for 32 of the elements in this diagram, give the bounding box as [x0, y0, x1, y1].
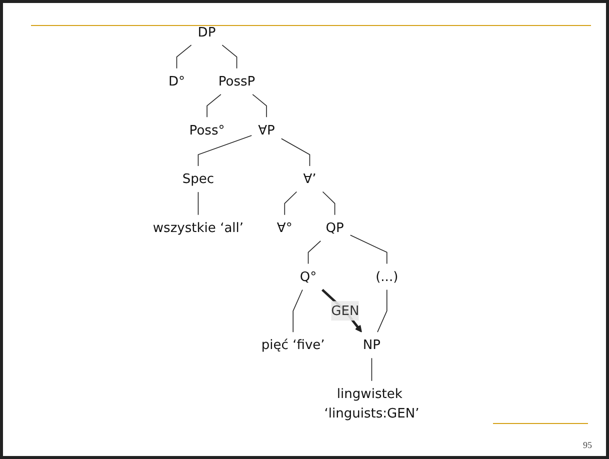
connector	[377, 289, 388, 332]
edge-label: GEN	[331, 302, 360, 318]
node-text: (...)	[376, 268, 398, 284]
node-text: Spec	[182, 170, 214, 186]
node-text: ∀P	[258, 122, 275, 138]
node-text: ∀°	[276, 220, 292, 236]
arrow	[322, 288, 362, 332]
page-number: 95	[583, 440, 592, 450]
node-text: D°	[168, 73, 186, 89]
connector	[198, 135, 252, 166]
connector	[308, 240, 322, 264]
node-text: Poss°	[189, 122, 225, 138]
connector	[176, 44, 192, 69]
node-text: wszystkie ‘all’	[152, 220, 244, 236]
node-text: PossP	[218, 73, 256, 89]
connector	[280, 138, 310, 166]
connector	[252, 94, 267, 118]
connector	[350, 234, 388, 264]
connector	[284, 191, 298, 216]
node-text: NP	[362, 336, 381, 352]
connector	[322, 191, 336, 216]
node-text: ∀’	[303, 170, 316, 186]
node-text: lingwistek ‘linguists:GEN’	[324, 386, 420, 421]
connector	[222, 44, 238, 69]
connector	[371, 358, 372, 382]
node-text: pięć ‘five’	[261, 336, 325, 352]
connector	[292, 289, 303, 332]
node-text: Q°	[300, 268, 317, 284]
connector	[198, 192, 199, 216]
node-text: DP	[198, 24, 216, 40]
node-text: QP	[326, 220, 344, 236]
connector	[206, 94, 222, 118]
